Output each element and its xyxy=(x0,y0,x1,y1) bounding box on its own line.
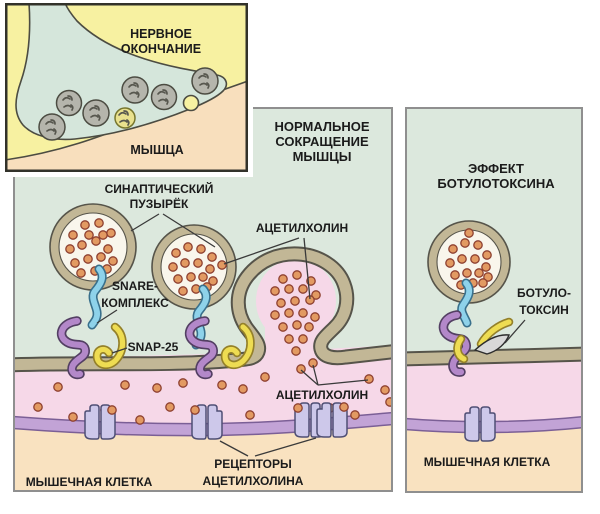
inset-vesicles xyxy=(38,67,219,141)
botulinum-toxin-label-line2: ТОКСИН xyxy=(519,303,569,317)
snare-label-line1: SNARE- xyxy=(112,279,158,293)
inset-border xyxy=(5,3,248,172)
synaptic-vesicle-label-line2: ПУЗЫРЁК xyxy=(130,196,189,211)
receptors-label-line2: АЦЕТИЛХОЛИНА xyxy=(203,474,304,488)
acetylcholine-receptor-1 xyxy=(84,404,117,440)
botulotoxin-effect-panel: ЭФФЕКТ БОТУЛОТОКСИНА БОТУЛО- ТОКСИН МЫШЕ… xyxy=(405,107,583,493)
acetylcholine-bottom-label: АЦЕТИЛХОЛИН xyxy=(276,388,368,402)
pointer-lines xyxy=(96,213,369,457)
inset-release-site-bump xyxy=(182,94,200,112)
snap25-cleaved-fragment-small xyxy=(453,334,469,364)
acetylcholine-receptor-2 xyxy=(190,404,223,440)
acetylcholine-top-label: АЦЕТИЛХОЛИН xyxy=(256,221,348,235)
main-panel-title-line3: МЫШЦЫ xyxy=(293,149,352,164)
syntaxin-purple-1 xyxy=(56,316,90,380)
muscle-cell-region-right xyxy=(405,425,583,493)
nerve-ending-label-line1: НЕРВНОЕ xyxy=(130,27,192,41)
nerve-ending-label-line2: ОКОНЧАНИЕ xyxy=(121,42,201,56)
muscle-cell-label-right: МЫШЕЧНАЯ КЛЕТКА xyxy=(424,455,551,469)
synaptic-vesicle-2 xyxy=(151,224,237,310)
main-panel-title-line2: СОКРАЩЕНИЕ xyxy=(275,134,369,149)
snare-complex-blue-1 xyxy=(87,264,107,330)
muscle-cell-label-main: МЫШЕЧНАЯ КЛЕТКА xyxy=(26,475,153,489)
snap25-yellow-1 xyxy=(92,322,127,370)
snap25-label: SNAP-25 xyxy=(128,340,179,354)
synaptic-vesicle-1 xyxy=(49,203,137,291)
snare-label-line2: КОМПЛЕКС xyxy=(101,296,169,310)
snare-complex-blue-right xyxy=(457,278,474,328)
inset-muscle-label: МЫШЦА xyxy=(130,143,183,157)
pointer-lines-right xyxy=(504,319,526,344)
syntaxin-purple-2 xyxy=(184,316,218,380)
right-panel-title-line1: ЭФФЕКТ xyxy=(468,161,524,176)
nerve-ending-inset: НЕРВНОЕ ОКОНЧАНИЕ МЫШЦА xyxy=(5,3,248,172)
syntaxin-purple-right xyxy=(438,310,471,377)
snap25-cleaved-fragment-large xyxy=(476,317,514,349)
synaptic-vesicle-label-line1: СИНАПТИЧЕСКИЙ xyxy=(105,181,214,196)
botulinum-toxin-label-line1: БОТУЛО- xyxy=(517,286,571,300)
presynaptic-membrane-right xyxy=(405,346,583,367)
snap25-yellow-2 xyxy=(220,322,255,370)
right-panel-border xyxy=(405,107,583,493)
main-panel-title-line1: НОРМАЛЬНОЕ xyxy=(274,119,369,134)
receptors-label-line1: РЕЦЕПТОРЫ xyxy=(214,457,292,471)
botulinum-toxin-blade xyxy=(473,334,510,355)
synaptic-vesicle-right xyxy=(427,220,511,304)
right-panel-title-line2: БОТУЛОТОКСИНА xyxy=(437,176,555,191)
